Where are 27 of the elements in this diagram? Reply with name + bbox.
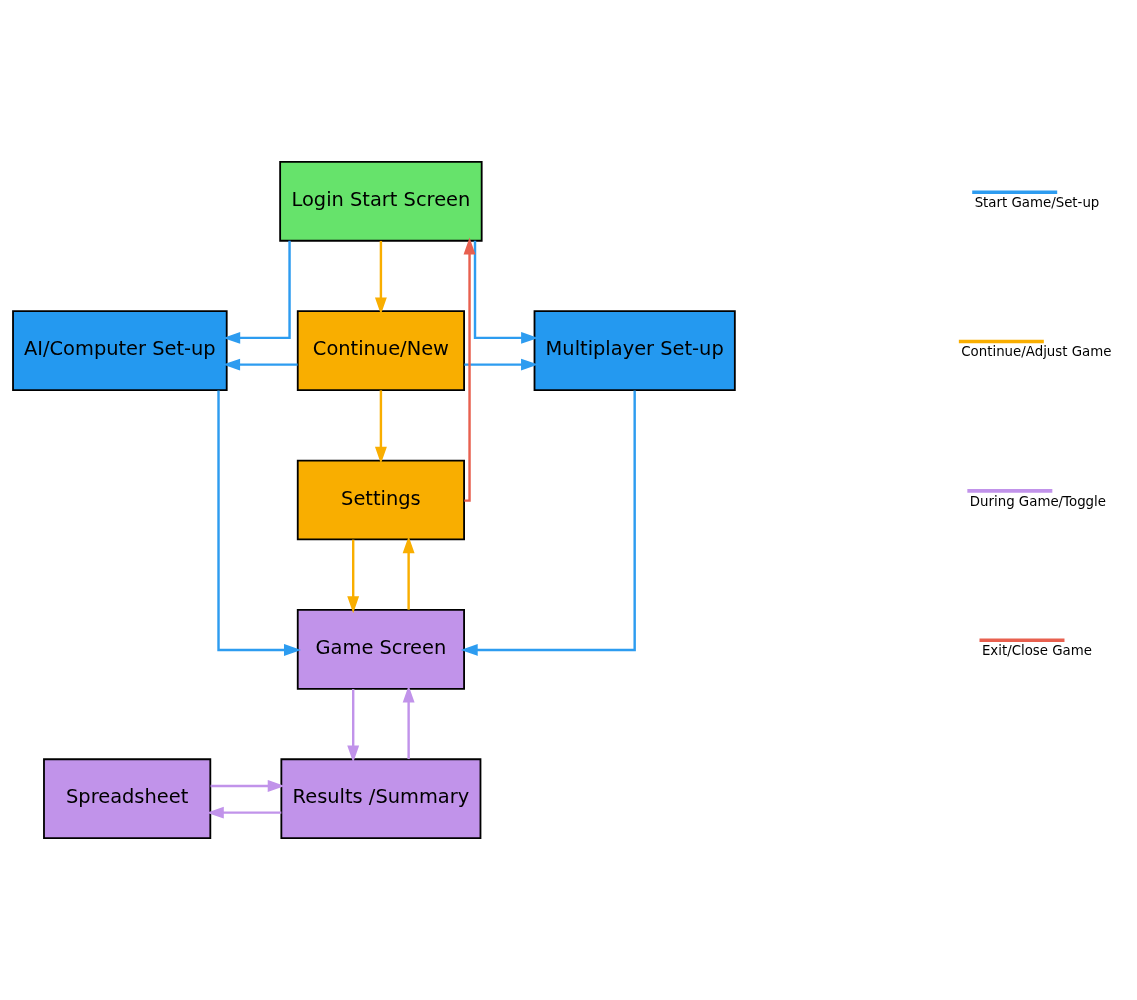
arrow [223, 358, 298, 371]
legend-label: Continue/Adjust Game [961, 344, 1112, 360]
node-box: Login Start Screen [279, 160, 483, 242]
node-box: Settings [296, 459, 465, 541]
node-box: Multiplayer Set-up [533, 310, 736, 392]
node-box: AI/Computer Set-up [12, 310, 228, 392]
arrow [206, 806, 282, 819]
legend-label: During Game/Toggle [969, 493, 1106, 509]
arrow [463, 237, 476, 502]
arrow [473, 240, 539, 344]
node-box: Spreadsheet [43, 758, 212, 840]
legend-label: Exit/Close Game [981, 643, 1093, 659]
arrow [460, 390, 636, 656]
node-box: Results /Summary [280, 758, 482, 840]
node-box: Continue/New [296, 310, 465, 392]
node-box: Game Screen [296, 608, 465, 690]
arrow [402, 536, 415, 610]
arrow [210, 779, 285, 792]
arrow [374, 390, 387, 464]
arrow [402, 685, 415, 760]
arrow [374, 240, 387, 315]
arrow [223, 240, 291, 344]
legend-label: Start Game/Set-up [974, 195, 1100, 211]
arrow [347, 539, 360, 614]
arrow [464, 358, 539, 371]
arrow [347, 688, 360, 763]
arrow [217, 390, 301, 656]
